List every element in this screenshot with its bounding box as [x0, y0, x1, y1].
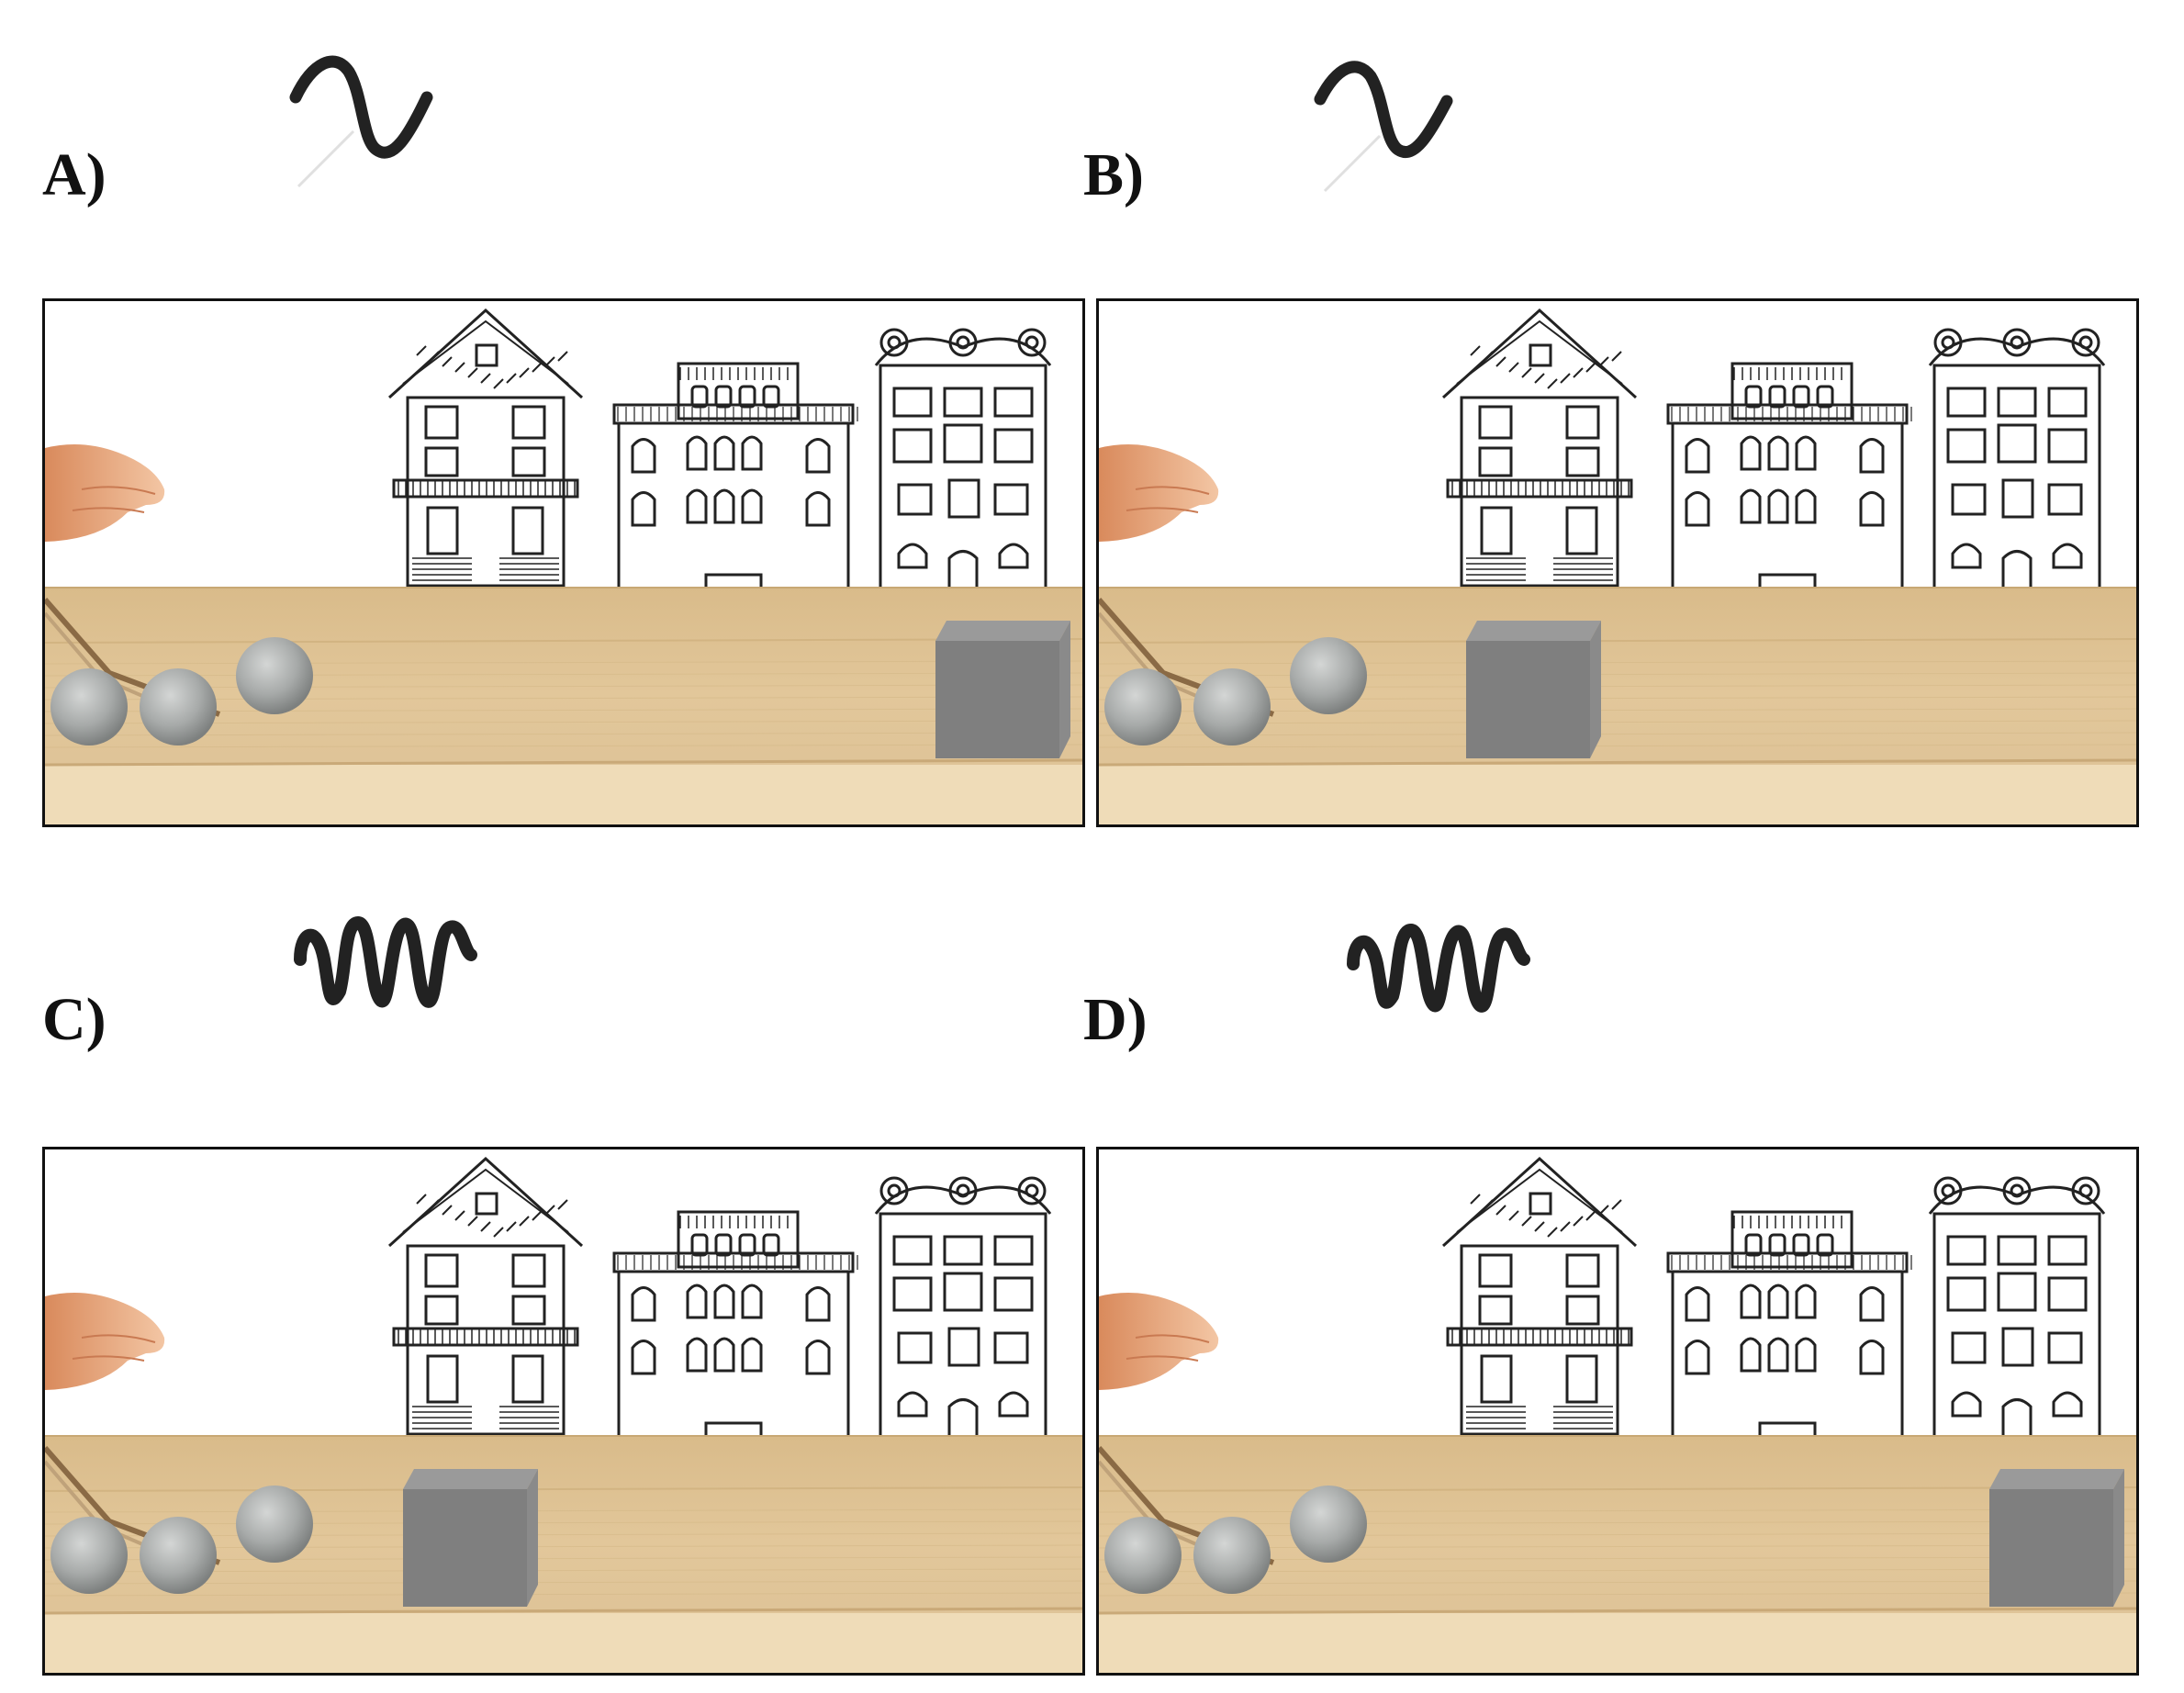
- panel-label-c: C): [42, 986, 106, 1053]
- gray-box: [1989, 1469, 2124, 1607]
- house-pointed-roof: [387, 1156, 584, 1436]
- ball: [1193, 1517, 1271, 1594]
- fast-wave-icon: [1347, 924, 1530, 1013]
- ball: [1193, 668, 1271, 746]
- scene-panel-c: [42, 1147, 1085, 1676]
- table: [1099, 587, 2136, 824]
- gray-box: [1466, 621, 1601, 758]
- panel-label-d: D): [1083, 986, 1148, 1053]
- gray-box: [935, 621, 1070, 758]
- slow-wave-icon: [1314, 61, 1453, 193]
- ball: [1104, 668, 1182, 746]
- hand: [45, 1293, 165, 1390]
- hand: [45, 444, 165, 542]
- ball: [1104, 1517, 1182, 1594]
- ball: [50, 1517, 128, 1594]
- gray-box: [403, 1469, 538, 1607]
- house-pointed-roof: [1441, 308, 1638, 588]
- table: [45, 587, 1082, 824]
- house-ornate: [874, 1176, 1052, 1441]
- ball: [236, 637, 313, 714]
- ball: [140, 668, 217, 746]
- house-ornate: [1928, 328, 2106, 592]
- scene-panel-a: [42, 298, 1085, 827]
- house-pointed-roof: [1441, 1156, 1638, 1436]
- slow-wave-icon: [289, 55, 433, 188]
- ball: [1290, 637, 1367, 714]
- fast-wave-icon: [294, 916, 477, 1008]
- table: [1099, 1435, 2136, 1673]
- ball: [236, 1486, 313, 1563]
- hand: [1099, 444, 1219, 542]
- panel-label-a: A): [42, 141, 106, 208]
- hand: [1099, 1293, 1219, 1390]
- panel-label-b: B): [1083, 141, 1144, 208]
- ball: [1290, 1486, 1367, 1563]
- house-ornate: [874, 328, 1052, 592]
- scene-panel-b: [1096, 298, 2139, 827]
- table: [45, 1435, 1082, 1673]
- house-pointed-roof: [387, 308, 584, 588]
- ball: [50, 668, 128, 746]
- house-ornate: [1928, 1176, 2106, 1441]
- ball: [140, 1517, 217, 1594]
- scene-panel-d: [1096, 1147, 2139, 1676]
